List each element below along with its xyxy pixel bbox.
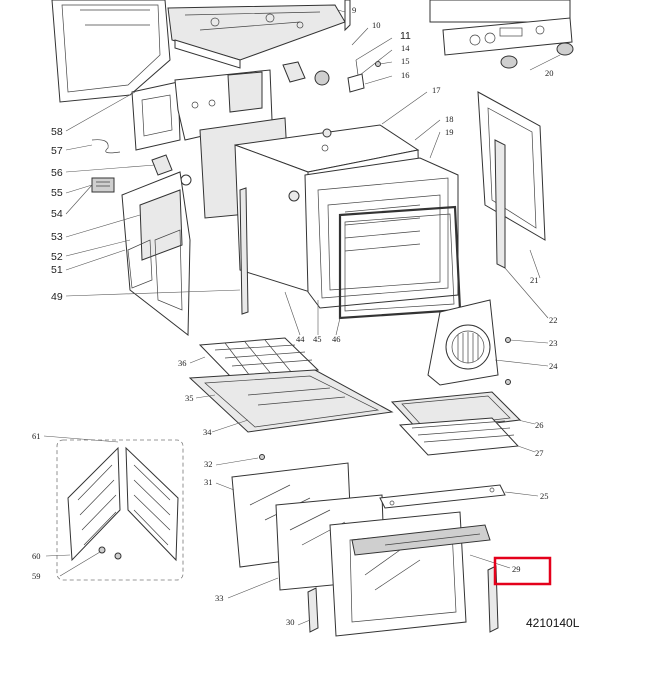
- door-handle: [351, 524, 491, 556]
- label-54: 54: [51, 208, 63, 220]
- label-11: 11: [400, 30, 411, 42]
- label-61: 61: [32, 431, 41, 441]
- control-knob: [500, 42, 574, 71]
- label-45: 45: [313, 334, 322, 344]
- cable-wire: [91, 139, 121, 154]
- right-side-panel: [477, 91, 546, 269]
- label-20: 20: [545, 68, 554, 78]
- label-35: 35: [185, 393, 194, 403]
- part-labels: 9 10 11 14 15 16 17 18 19 20 21 22 23 24…: [32, 5, 558, 627]
- label-46: 46: [332, 334, 341, 344]
- label-9: 9: [352, 5, 356, 15]
- lamp-holder: [151, 154, 192, 186]
- label-53: 53: [51, 231, 63, 243]
- control-panel-rear-frame: [344, 0, 351, 32]
- label-30: 30: [286, 617, 295, 627]
- label-17: 17: [432, 85, 441, 95]
- label-26: 26: [535, 420, 544, 430]
- label-14: 14: [401, 43, 410, 53]
- thermostat-components: [282, 59, 381, 93]
- catalytic-liners-group: [56, 439, 184, 581]
- front-frame: [304, 157, 459, 309]
- label-23: 23: [549, 338, 558, 348]
- baking-tray: [188, 369, 394, 433]
- label-51: 51: [51, 264, 63, 276]
- label-58: 58: [51, 126, 63, 138]
- label-31: 31: [204, 477, 213, 487]
- screw: [259, 454, 265, 460]
- terminal-block: [91, 177, 115, 193]
- cooktop-top-panel: [167, 4, 346, 69]
- label-56: 56: [51, 167, 63, 179]
- label-21: 21: [530, 275, 539, 285]
- label-52: 52: [51, 251, 63, 263]
- label-27: 27: [535, 448, 544, 458]
- cabinet-back-panel: [51, 0, 171, 103]
- oven-rack-grid: [198, 337, 320, 379]
- label-15: 15: [401, 56, 410, 66]
- label-19: 19: [445, 127, 454, 137]
- label-55: 55: [51, 187, 63, 199]
- label-57: 57: [51, 145, 63, 157]
- wire-shelf: [398, 417, 520, 456]
- left-side-panel: [131, 81, 181, 151]
- label-10: 10: [372, 20, 381, 30]
- label-29: 29: [512, 564, 521, 574]
- label-16: 16: [401, 70, 410, 80]
- leader-lines: [43, 9, 549, 626]
- cavity-side-rail: [239, 187, 249, 315]
- label-49: 49: [51, 291, 63, 303]
- label-25: 25: [540, 491, 549, 501]
- label-34: 34: [203, 427, 212, 437]
- side-wall-panel: [121, 171, 191, 337]
- convection-fan: [427, 299, 511, 386]
- label-44: 44: [296, 334, 305, 344]
- door-hinge-bar: [379, 484, 506, 509]
- label-22: 22: [549, 315, 558, 325]
- label-32: 32: [204, 459, 213, 469]
- highlight-box: [493, 556, 552, 586]
- control-panel: [429, 0, 573, 56]
- label-36: 36: [178, 358, 187, 368]
- diagram-code: 4210140L: [526, 616, 580, 630]
- label-18: 18: [445, 114, 454, 124]
- label-33: 33: [215, 593, 224, 603]
- rear-housing: [174, 69, 273, 141]
- label-60: 60: [32, 551, 41, 561]
- label-24: 24: [549, 361, 558, 371]
- label-59: 59: [32, 571, 41, 581]
